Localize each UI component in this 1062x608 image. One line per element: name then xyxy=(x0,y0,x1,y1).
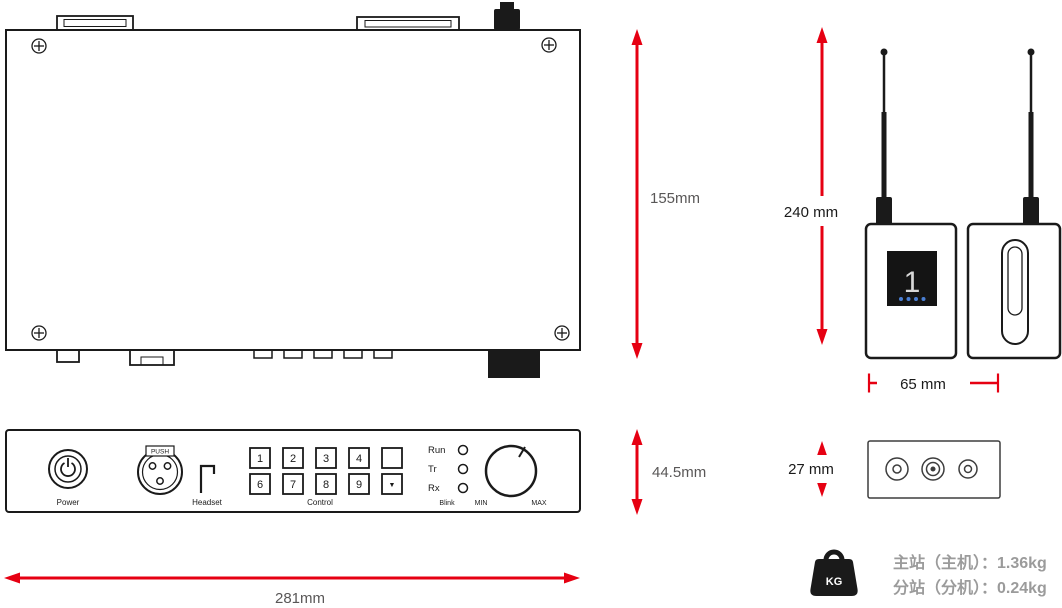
dimension-base-height: 155mm xyxy=(631,29,700,359)
indicator-run-label: Run xyxy=(428,445,445,456)
key-down-icon: ▼ xyxy=(389,482,396,489)
beltpack-screen xyxy=(887,251,937,306)
arrow-up-icon xyxy=(816,27,828,43)
front-connector-xlr-top xyxy=(129,349,175,366)
weight-kg-icon: KG xyxy=(810,549,858,596)
power-button xyxy=(48,449,88,489)
rear-connector-left xyxy=(56,15,134,31)
panel-height-label: 44.5mm xyxy=(652,464,706,481)
arrow-down-icon xyxy=(816,481,828,497)
beltpack-depth-label: 27 mm xyxy=(788,461,834,478)
dimension-beltpack-depth: 27 mm xyxy=(763,441,860,497)
key-6: 6 xyxy=(257,479,263,491)
key-1: 1 xyxy=(257,453,263,465)
key-8: 8 xyxy=(323,479,329,491)
dimension-base-width: 281mm xyxy=(4,572,580,607)
belt-clip xyxy=(1001,239,1029,345)
dimension-annotations: 155mm 240 mm 65 mm 27 mm xyxy=(4,27,1000,607)
arrow-up-icon xyxy=(816,441,828,457)
key-9: 9 xyxy=(356,479,362,491)
beltpack-front-view: 1 xyxy=(864,48,958,360)
screw-icon xyxy=(541,37,557,53)
arrow-down-icon xyxy=(631,343,643,359)
beltpack-height-label: 240 mm xyxy=(784,204,838,221)
indicator-rx-label: Rx xyxy=(428,483,440,494)
blink-label: Blink xyxy=(439,500,455,507)
label-backing xyxy=(763,455,860,483)
min-label: MIN xyxy=(475,500,488,507)
screw-icon xyxy=(554,325,570,341)
dimension-panel-height: 44.5mm xyxy=(631,429,706,515)
key-3: 3 xyxy=(323,453,329,465)
front-key-tabs xyxy=(253,349,393,359)
channel-display: 1 xyxy=(904,266,921,299)
key-7: 7 xyxy=(290,479,296,491)
key-4: 4 xyxy=(356,453,362,465)
indicator-run-led xyxy=(457,444,469,456)
rear-connector-multipin xyxy=(356,16,460,31)
volume-knob xyxy=(484,444,538,498)
weight-section: KG 主站（主机）：1.36kg 分站（分机）：0.24kg xyxy=(810,549,1047,597)
channel-keypad-labels: 1 2 3 4 6 7 8 9 ▼ xyxy=(257,453,396,491)
antenna-base xyxy=(876,197,892,225)
weight-sub-station: 分站（分机）：0.24kg xyxy=(893,578,1047,597)
label-backing xyxy=(763,196,860,226)
rear-antenna-connector xyxy=(494,2,520,30)
arrow-up-icon xyxy=(631,429,643,445)
base-station-top-view xyxy=(5,2,581,378)
arrow-down-icon xyxy=(816,329,828,345)
base-width-label: 281mm xyxy=(275,590,325,607)
indicator-tr-label: Tr xyxy=(428,464,437,475)
screw-icon xyxy=(31,325,47,341)
status-indicators: Run Tr Rx xyxy=(428,444,469,494)
channel-keypad xyxy=(249,447,403,495)
power-icon xyxy=(60,458,76,477)
label-backing xyxy=(877,370,970,397)
arrow-down-icon xyxy=(631,499,643,515)
kg-label: KG xyxy=(826,576,843,588)
signal-dots xyxy=(899,297,926,301)
beltpack-width-label: 65 mm xyxy=(900,376,946,393)
power-label: Power xyxy=(57,498,80,507)
control-label: Control xyxy=(307,498,333,507)
key-2: 2 xyxy=(290,453,296,465)
max-label: MAX xyxy=(531,500,547,507)
headset-label: Headset xyxy=(192,498,223,507)
beltpack-side-view xyxy=(966,48,1062,360)
arrow-left-icon xyxy=(4,572,20,584)
top-view-chassis xyxy=(5,29,581,351)
headset-jack-icon xyxy=(199,464,216,493)
front-knob-block xyxy=(488,350,540,378)
antenna-icon xyxy=(880,48,888,56)
antenna-icon xyxy=(1027,48,1035,56)
front-connector-small xyxy=(56,349,80,363)
xlr-connector xyxy=(137,445,183,495)
indicator-tr-led xyxy=(457,463,469,475)
belt-clip-slot xyxy=(1007,246,1023,316)
front-panel-chassis xyxy=(5,429,581,513)
arrow-right-icon xyxy=(564,572,580,584)
dimension-beltpack-width: 65 mm xyxy=(867,370,1000,397)
base-height-label: 155mm xyxy=(650,190,700,207)
weight-main-station: 主站（主机）：1.36kg xyxy=(893,553,1047,572)
dimension-beltpack-height: 240 mm xyxy=(763,27,860,345)
screw-icon xyxy=(31,38,47,54)
push-label: PUSH xyxy=(151,449,169,456)
arrow-up-icon xyxy=(631,29,643,45)
beltpack-top-view xyxy=(867,440,1001,499)
base-station-front-view: Power PUSH Headset 1 xyxy=(5,429,581,513)
antenna-base xyxy=(1023,197,1039,225)
indicator-rx-led xyxy=(457,482,469,494)
